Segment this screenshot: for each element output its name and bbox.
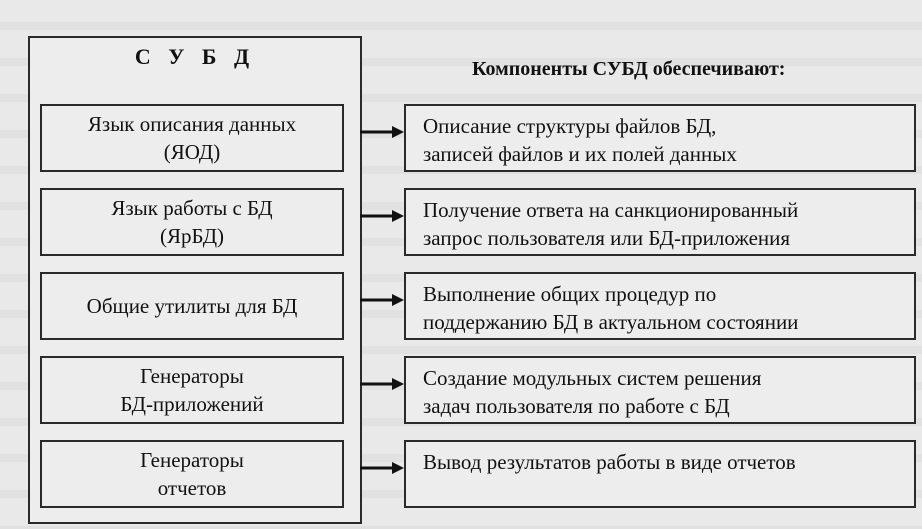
arrow-right-icon	[360, 294, 404, 306]
component-name-line1: Генераторы	[140, 448, 244, 472]
dbms-title: С У Б Д	[134, 44, 256, 69]
description-line1: Выполнение общих процедур по	[423, 282, 717, 306]
description-line2: запрос пользователя или БД-приложения	[423, 226, 791, 250]
description-line1: Создание модульных систем решения	[423, 366, 762, 390]
component-name-line1: Язык описания данных	[87, 112, 297, 136]
description-line2: поддержанию БД в актуальном состоянии	[423, 310, 799, 334]
description-box-app-generators: Создание модульных систем решения задач …	[404, 356, 916, 424]
description-line2: записей файлов и их полей данных	[423, 142, 737, 166]
description-box-dml: Получение ответа на санкционированный за…	[404, 188, 916, 256]
arrow-right-icon	[360, 126, 404, 138]
description-box-report-generators: Вывод результатов работы в виде отчетов	[404, 440, 916, 508]
component-name-line1: Язык работы с БД	[111, 196, 273, 220]
description-box-ddl: Описание структуры файлов БД, записей фа…	[404, 104, 916, 172]
component-box-utilities: Общие утилиты для БД	[40, 272, 344, 340]
description-line1: Получение ответа на санкционированный	[423, 198, 799, 222]
arrow-right-icon	[360, 462, 404, 474]
component-box-dml: Язык работы с БД (ЯрБД)	[40, 188, 344, 256]
component-name-line2: (ЯОД)	[163, 140, 221, 164]
description-box-utilities: Выполнение общих процедур по поддержанию…	[404, 272, 916, 340]
description-line1: Описание структуры файлов БД,	[423, 114, 717, 138]
arrow-right-icon	[360, 378, 404, 390]
component-name-line2: отчетов	[157, 476, 227, 500]
component-name-line1: Общие утилиты для БД	[86, 294, 298, 318]
component-name-line2: БД-приложений	[120, 392, 264, 416]
description-line2: задач пользователя по работе с БД	[423, 394, 730, 418]
component-box-ddl: Язык описания данных (ЯОД)	[40, 104, 344, 172]
component-name-line2: (ЯрБД)	[159, 224, 225, 248]
arrow-right-icon	[360, 210, 404, 222]
description-line1: Вывод результатов работы в виде отчетов	[423, 450, 796, 474]
component-box-report-generators: Генераторы отчетов	[40, 440, 344, 508]
components-header: Компоненты СУБД обеспечивают:	[472, 58, 786, 80]
component-name-line1: Генераторы	[140, 364, 244, 388]
